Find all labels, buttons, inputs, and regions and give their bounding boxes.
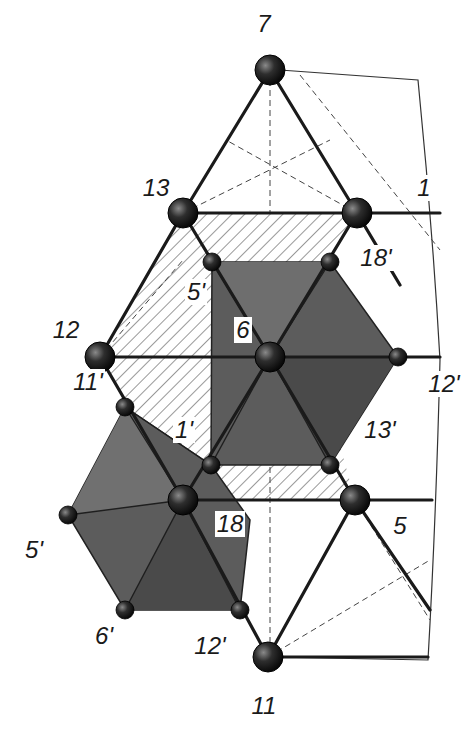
edge-line bbox=[68, 500, 183, 515]
polyhedron-face bbox=[68, 407, 183, 515]
small-atom bbox=[116, 398, 134, 416]
callout-number: 11' bbox=[71, 369, 105, 395]
small-atom bbox=[231, 601, 249, 619]
large-atom bbox=[85, 342, 115, 372]
frame-line bbox=[183, 70, 270, 213]
frame-line bbox=[268, 500, 355, 657]
polyhedron-face bbox=[270, 357, 398, 465]
callout-number: 5' bbox=[23, 537, 45, 563]
large-atom bbox=[253, 642, 283, 672]
callout-number: 18 bbox=[215, 511, 246, 537]
callout-number: 13 bbox=[141, 175, 172, 201]
small-atom bbox=[59, 506, 77, 524]
callout-number: 7 bbox=[255, 11, 272, 37]
callout-number: 6' bbox=[93, 623, 115, 649]
boundary-line bbox=[270, 70, 440, 660]
edge-line bbox=[125, 407, 211, 465]
frame-line bbox=[270, 70, 357, 213]
small-atom bbox=[203, 253, 221, 271]
frame-line bbox=[183, 213, 270, 357]
small-atom bbox=[116, 601, 134, 619]
frame-line bbox=[100, 213, 183, 357]
callout-number: 1 bbox=[415, 175, 432, 201]
small-atom bbox=[202, 456, 220, 474]
frame-line bbox=[183, 211, 440, 214]
frame-line bbox=[355, 500, 430, 610]
frame-line bbox=[270, 357, 355, 500]
shaded-polyhedron bbox=[211, 262, 398, 465]
callout-number: 5 bbox=[391, 513, 408, 539]
frame-line bbox=[183, 498, 432, 501]
large-atom bbox=[168, 198, 198, 228]
small-atom bbox=[321, 456, 339, 474]
large-atom bbox=[340, 485, 370, 515]
large-atom bbox=[255, 342, 285, 372]
small-atom bbox=[321, 253, 339, 271]
large-atom bbox=[255, 55, 285, 85]
large-atom bbox=[342, 198, 372, 228]
dashed-line bbox=[100, 260, 183, 357]
callout-number: 6 bbox=[234, 317, 251, 343]
callout-number: 11 bbox=[250, 693, 279, 719]
callout-number: 12 bbox=[51, 317, 82, 343]
callout-number: 1' bbox=[173, 417, 195, 443]
dashed-line bbox=[355, 500, 430, 620]
edge-line bbox=[125, 500, 183, 610]
frame-line bbox=[270, 213, 357, 357]
callout-number: 12' bbox=[192, 633, 227, 659]
callout-number: 13' bbox=[362, 417, 397, 443]
callout-number: 12' bbox=[426, 371, 461, 397]
callout-number: 5' bbox=[185, 279, 207, 305]
dashed-line bbox=[226, 140, 357, 213]
dashed-line bbox=[270, 70, 271, 213]
dashed-line bbox=[300, 75, 440, 250]
frame-line bbox=[183, 357, 270, 500]
callout-number: 18' bbox=[358, 245, 393, 271]
frame-line bbox=[100, 357, 183, 500]
frame-line bbox=[268, 655, 428, 658]
small-atom bbox=[389, 348, 407, 366]
large-atom bbox=[168, 485, 198, 515]
